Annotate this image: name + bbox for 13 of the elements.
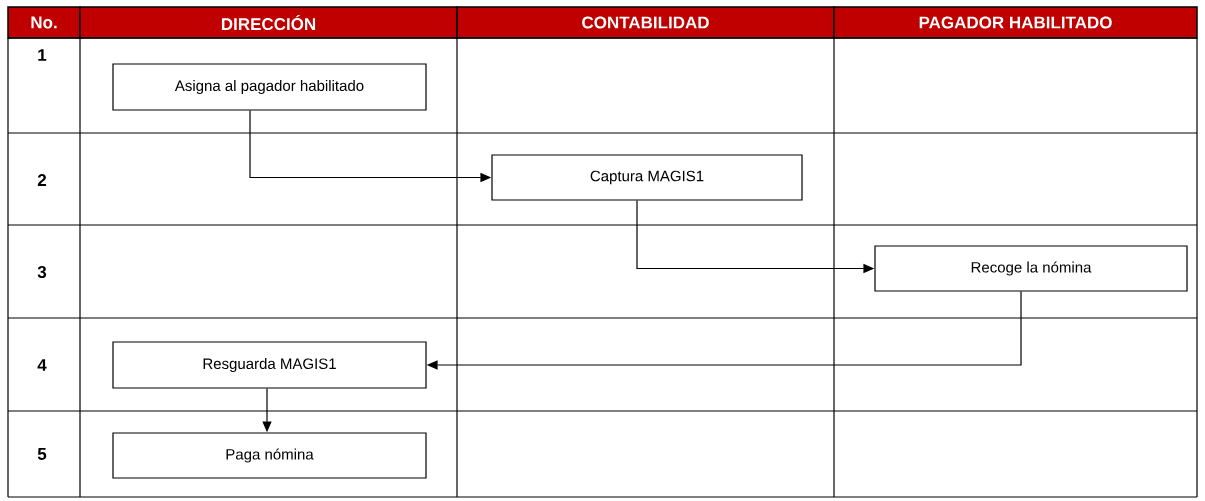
- header-cell: CONTABILIDAD: [456, 6, 835, 39]
- process-box: Resguarda MAGIS1: [112, 341, 427, 389]
- process-box: Captura MAGIS1: [491, 154, 803, 201]
- row-number: 5: [37, 448, 47, 460]
- row-number: 3: [37, 265, 47, 279]
- header-cell: PAGADOR HABILITADO: [833, 6, 1198, 39]
- process-box: Paga nómina: [112, 432, 427, 479]
- process-box: Recoge la nómina: [874, 245, 1188, 292]
- process-box: Asigna al pagador habilitado: [112, 63, 427, 111]
- row-number: 4: [37, 359, 47, 371]
- row-number: 2: [37, 174, 47, 186]
- header-cell: No.: [7, 6, 81, 39]
- row-number: 1: [38, 49, 47, 61]
